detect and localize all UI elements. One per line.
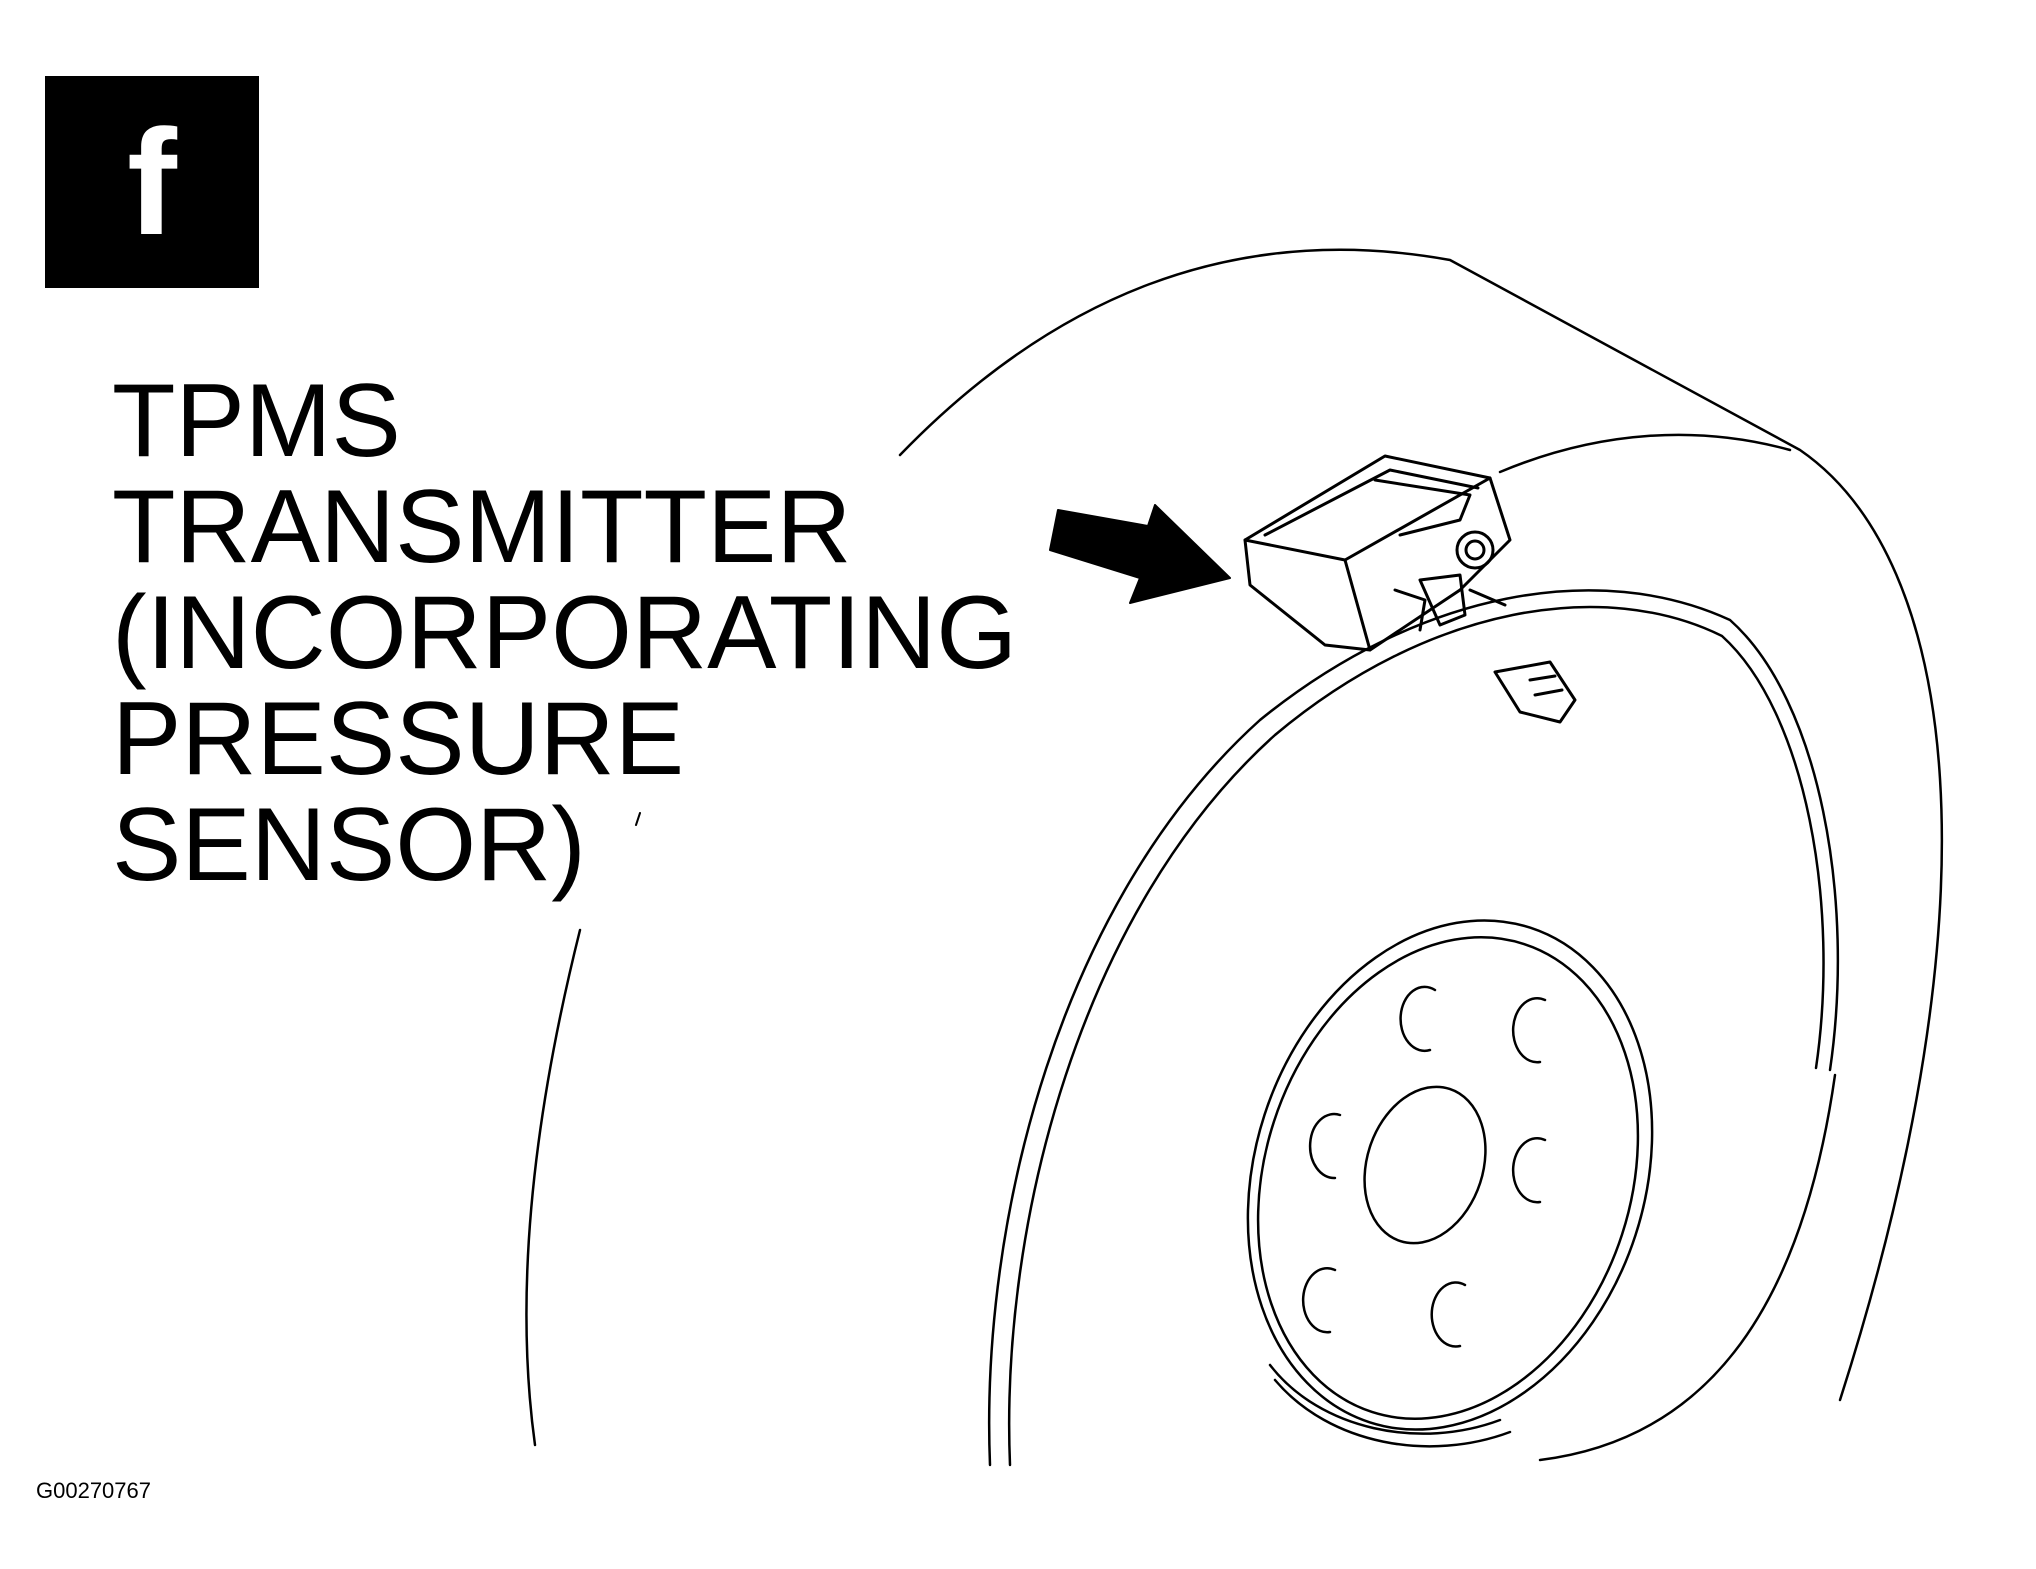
hub-disc-inner [1256,936,1640,1420]
lug-nut-icon [1301,985,1547,1348]
rim-flange-outer [987,589,1840,1467]
callout-line: TRANSMITTER [112,469,852,585]
tire-bead-line [1498,433,1792,474]
center-bore [1363,1085,1487,1245]
figure-panel-letter: f [45,76,259,288]
tire-outer-edge [898,248,1944,1402]
tire-stray-mark [635,812,641,826]
component-callout: TPMS TRANSMITTER (INCORPORATING PRESSURE… [112,368,1017,898]
figure-id: G00270767 [36,1478,151,1503]
rim-flange-inner [1007,605,1825,1467]
callout-line: SENSOR) [112,787,586,903]
valve-stem-icon [1493,660,1577,724]
hub-disc-outer [1246,919,1654,1431]
callout-line: PRESSURE [112,681,685,797]
hub-rim-trail [1268,1363,1502,1435]
callout-line: (INCORPORATING [112,575,1018,691]
hub-rim-trail-2 [1273,1378,1512,1448]
arrow-right-icon [1049,504,1231,604]
rim-flange-lower [1538,1073,1837,1462]
tire-left-edge [525,928,582,1447]
callout-line: TPMS [112,363,401,479]
tpms-transmitter-icon [1243,454,1512,652]
